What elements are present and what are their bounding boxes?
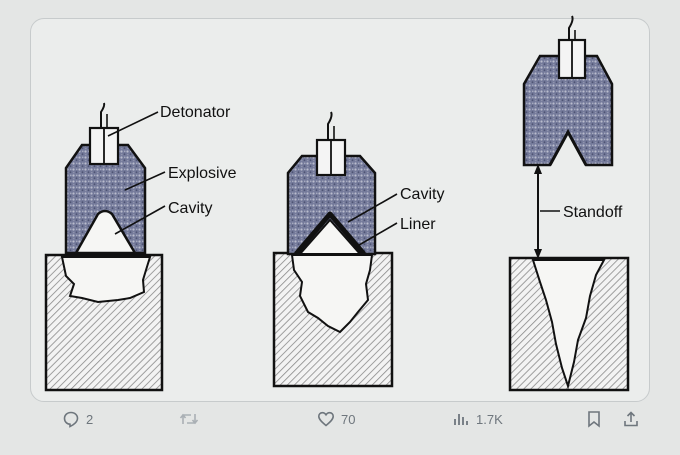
label-liner: Liner bbox=[400, 216, 436, 233]
label-standoff: Standoff bbox=[563, 204, 623, 221]
label-explosive: Explosive bbox=[168, 165, 237, 182]
figure-charge-standoff bbox=[508, 15, 630, 392]
label-cavity-1: Cavity bbox=[168, 200, 212, 217]
share-button[interactable] bbox=[622, 410, 640, 428]
cavity-1 bbox=[73, 209, 138, 255]
shaped-charge-diagram: Detonator Explosive Cavity Cavity Liner … bbox=[44, 15, 630, 392]
jet-channel-3 bbox=[531, 259, 606, 390]
views-button[interactable]: 1.7K bbox=[452, 410, 503, 428]
post-action-bar: 2 70 1.7K bbox=[0, 402, 680, 442]
crater-2 bbox=[290, 254, 374, 334]
like-icon bbox=[317, 410, 335, 428]
label-cavity-2: Cavity bbox=[400, 186, 444, 203]
figure-charge-liner bbox=[272, 111, 394, 388]
views-icon bbox=[452, 410, 470, 428]
share-icon bbox=[622, 410, 640, 428]
like-button[interactable]: 70 bbox=[317, 410, 355, 428]
liner-2 bbox=[294, 211, 366, 256]
retweet-icon bbox=[178, 410, 200, 428]
label-detonator: Detonator bbox=[160, 104, 231, 121]
cavity-2 bbox=[297, 218, 363, 255]
like-count: 70 bbox=[341, 411, 356, 427]
crater-1 bbox=[60, 256, 152, 304]
reply-button[interactable]: 2 bbox=[62, 410, 93, 428]
bookmark-button[interactable] bbox=[586, 410, 602, 428]
leader-lines bbox=[107, 111, 560, 249]
figure-charge-contact bbox=[44, 102, 164, 392]
views-count: 1.7K bbox=[476, 411, 503, 427]
reply-icon bbox=[62, 410, 80, 428]
bookmark-icon bbox=[586, 410, 602, 428]
charge-body-1 bbox=[64, 143, 147, 255]
retweet-button[interactable] bbox=[178, 410, 206, 428]
reply-count: 2 bbox=[86, 411, 94, 427]
charge-body-2 bbox=[286, 154, 377, 256]
liner-3 bbox=[548, 128, 588, 166]
